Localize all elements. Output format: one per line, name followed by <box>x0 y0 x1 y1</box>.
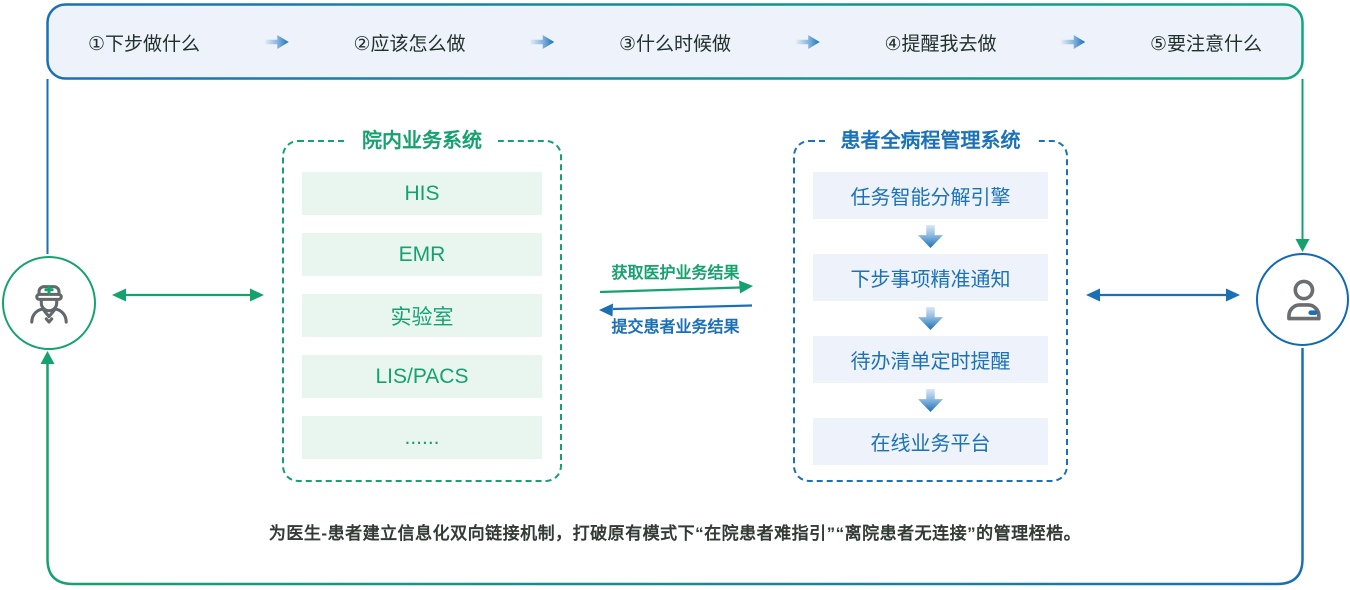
submit-results-arrow <box>599 303 753 317</box>
process-steps-bar: ①下步做什么 ②应该怎么做 ③什么时候做 ④提醒我去做 ⑤要注意什么 <box>48 5 1302 79</box>
patient-module-item: 待办清单定时提醒 <box>813 336 1048 383</box>
step-label-4: ④提醒我去做 <box>884 33 997 55</box>
hospital-box-rows: HIS EMR 实验室 LIS/PACS ...... <box>302 172 542 459</box>
arrow-up-head <box>40 351 55 364</box>
step-label-3: ③什么时候做 <box>618 33 732 55</box>
hospital-system-item: HIS <box>302 172 542 215</box>
arrow-down-icon <box>918 225 943 248</box>
patient-module-item: 任务智能分解引擎 <box>813 172 1048 219</box>
patient-icon <box>1286 279 1321 320</box>
fetch-results-label: 获取医护业务结果 <box>611 265 740 282</box>
patient-module-item: 在线业务平台 <box>813 418 1048 465</box>
submit-results-label: 提交患者业务结果 <box>611 319 740 336</box>
doctor-icon <box>30 285 68 324</box>
arrow-right-icon <box>1061 35 1086 49</box>
patient-box-rows: 任务智能分解引擎 下步事项精准通知 待办清单定时提醒 在线业务平台 <box>813 172 1048 465</box>
step-label-2: ②应该怎么做 <box>353 33 466 55</box>
hospital-systems-box: 院内业务系统 HIS EMR 实验室 LIS/PACS ...... <box>282 127 562 482</box>
arrow-down-head <box>1295 239 1310 252</box>
arrow-right-icon <box>530 35 555 49</box>
patient-to-doctor-loop <box>46 348 1304 586</box>
hospital-box-title: 院内业务系统 <box>346 127 498 155</box>
arrow-down-icon <box>918 307 943 330</box>
patient-module-item: 下步事项精准通知 <box>813 254 1048 301</box>
patient-box-title: 患者全病程管理系统 <box>824 127 1037 155</box>
step-label-5: ⑤要注意什么 <box>1149 33 1262 55</box>
doctor-avatar <box>2 256 96 350</box>
hospital-system-item: LIS/PACS <box>302 355 542 398</box>
steps-bar-background <box>46 3 1304 80</box>
fetch-results-arrow <box>599 280 753 294</box>
system-patient-double-arrow <box>1086 288 1240 302</box>
patient-management-box: 患者全病程管理系统 任务智能分解引擎 下步事项精准通知 待办清单定时提醒 在线业… <box>793 127 1068 482</box>
arrow-right-icon <box>264 35 289 49</box>
hospital-system-item: EMR <box>302 233 542 276</box>
doctor-hospital-double-arrow <box>112 288 264 302</box>
arrow-right-icon <box>795 35 820 49</box>
step-label-1: ①下步做什么 <box>88 33 201 55</box>
hospital-system-item: 实验室 <box>302 294 542 337</box>
hospital-system-item: ...... <box>302 416 542 459</box>
summary-caption: 为医生-患者建立信息化双向链接机制，打破原有模式下“在院患者难指引”“离院患者无… <box>268 524 1082 543</box>
patient-avatar <box>1256 253 1349 346</box>
arrow-down-icon <box>918 389 943 412</box>
